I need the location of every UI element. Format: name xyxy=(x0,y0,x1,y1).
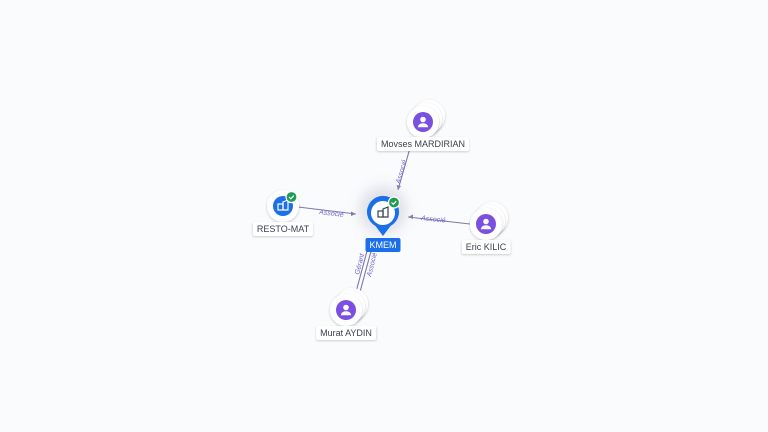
node-label-eric[interactable]: Eric KILIC xyxy=(461,240,511,254)
edge-arrow xyxy=(351,211,356,216)
edge-movses-center[interactable] xyxy=(397,147,411,191)
node-movses[interactable] xyxy=(407,100,445,138)
edge-label-murat-center-1: Gérant xyxy=(354,252,366,275)
edge-resto-center[interactable] xyxy=(297,206,357,215)
edge-arrow xyxy=(396,185,401,190)
edge-label-eric-center: Associé xyxy=(420,215,446,225)
node-resto[interactable] xyxy=(267,190,299,222)
edge-eric-center[interactable] xyxy=(407,216,471,225)
edge-label-resto-center: Associé xyxy=(318,209,344,219)
building-icon xyxy=(377,206,389,218)
edge-arrow xyxy=(408,214,413,219)
verified-check-icon xyxy=(285,190,298,204)
node-murat[interactable] xyxy=(330,288,368,326)
edge-label-movses-center: Associé xyxy=(395,159,409,186)
node-eric[interactable] xyxy=(470,202,508,240)
node-label-murat[interactable]: Murat AYDIN xyxy=(316,326,376,340)
person-icon xyxy=(417,116,429,128)
edge-label-murat-center-2: Associé xyxy=(366,252,379,279)
node-center[interactable] xyxy=(359,186,407,236)
node-label-movses[interactable]: Movses MARDIRIAN xyxy=(376,137,470,151)
verified-check-icon xyxy=(387,196,401,209)
person-icon xyxy=(340,304,352,316)
node-label-resto[interactable]: RESTO-MAT xyxy=(252,222,314,236)
person-icon xyxy=(480,218,492,230)
node-label-center[interactable]: KMEM xyxy=(365,238,401,252)
